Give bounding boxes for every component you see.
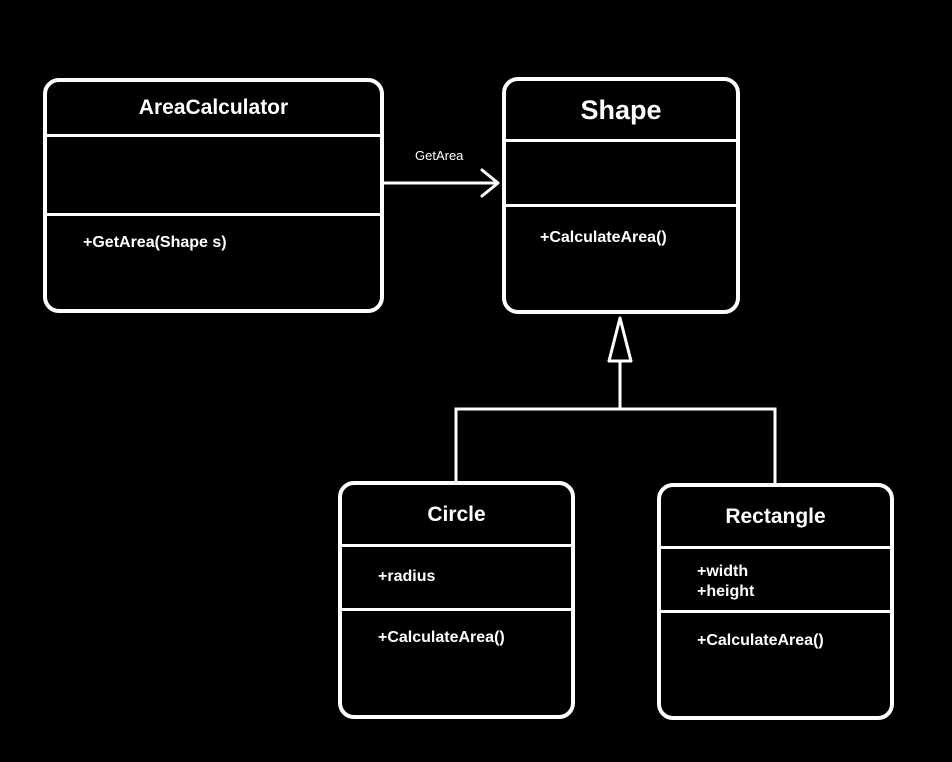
methods-section: +CalculateArea() xyxy=(661,613,890,651)
attribute-height: +height xyxy=(697,583,755,600)
attribute-radius: +radius xyxy=(378,568,436,585)
methods-section: +CalculateArea() xyxy=(506,207,736,248)
methods-section: +CalculateArea() xyxy=(342,611,571,648)
class-areacalculator: AreaCalculator +GetArea(Shape s) xyxy=(43,78,384,313)
class-shape: Shape +CalculateArea() xyxy=(502,77,740,314)
method-calculatearea: +CalculateArea() xyxy=(697,632,824,649)
class-circle: Circle +radius +CalculateArea() xyxy=(338,481,575,719)
attributes-section xyxy=(47,137,380,216)
methods-section: +GetArea(Shape s) xyxy=(47,216,380,253)
class-name: Shape xyxy=(506,81,736,142)
attributes-section: +radius xyxy=(342,547,571,611)
attributes-section: +width +height xyxy=(661,549,890,613)
class-name: AreaCalculator xyxy=(47,82,380,137)
method-calculatearea: +CalculateArea() xyxy=(378,629,505,646)
attribute-width: +width xyxy=(697,563,749,580)
inheritance-triangle xyxy=(607,316,633,363)
class-rectangle: Rectangle +width +height +CalculateArea(… xyxy=(657,483,894,720)
class-name: Circle xyxy=(342,485,571,547)
association-arrowhead xyxy=(480,168,500,198)
attributes-section xyxy=(506,142,736,207)
class-name: Rectangle xyxy=(661,487,890,549)
association-label: GetArea xyxy=(415,148,464,163)
method-calculatearea: +CalculateArea() xyxy=(540,229,667,246)
method-getarea: +GetArea(Shape s) xyxy=(83,234,227,251)
